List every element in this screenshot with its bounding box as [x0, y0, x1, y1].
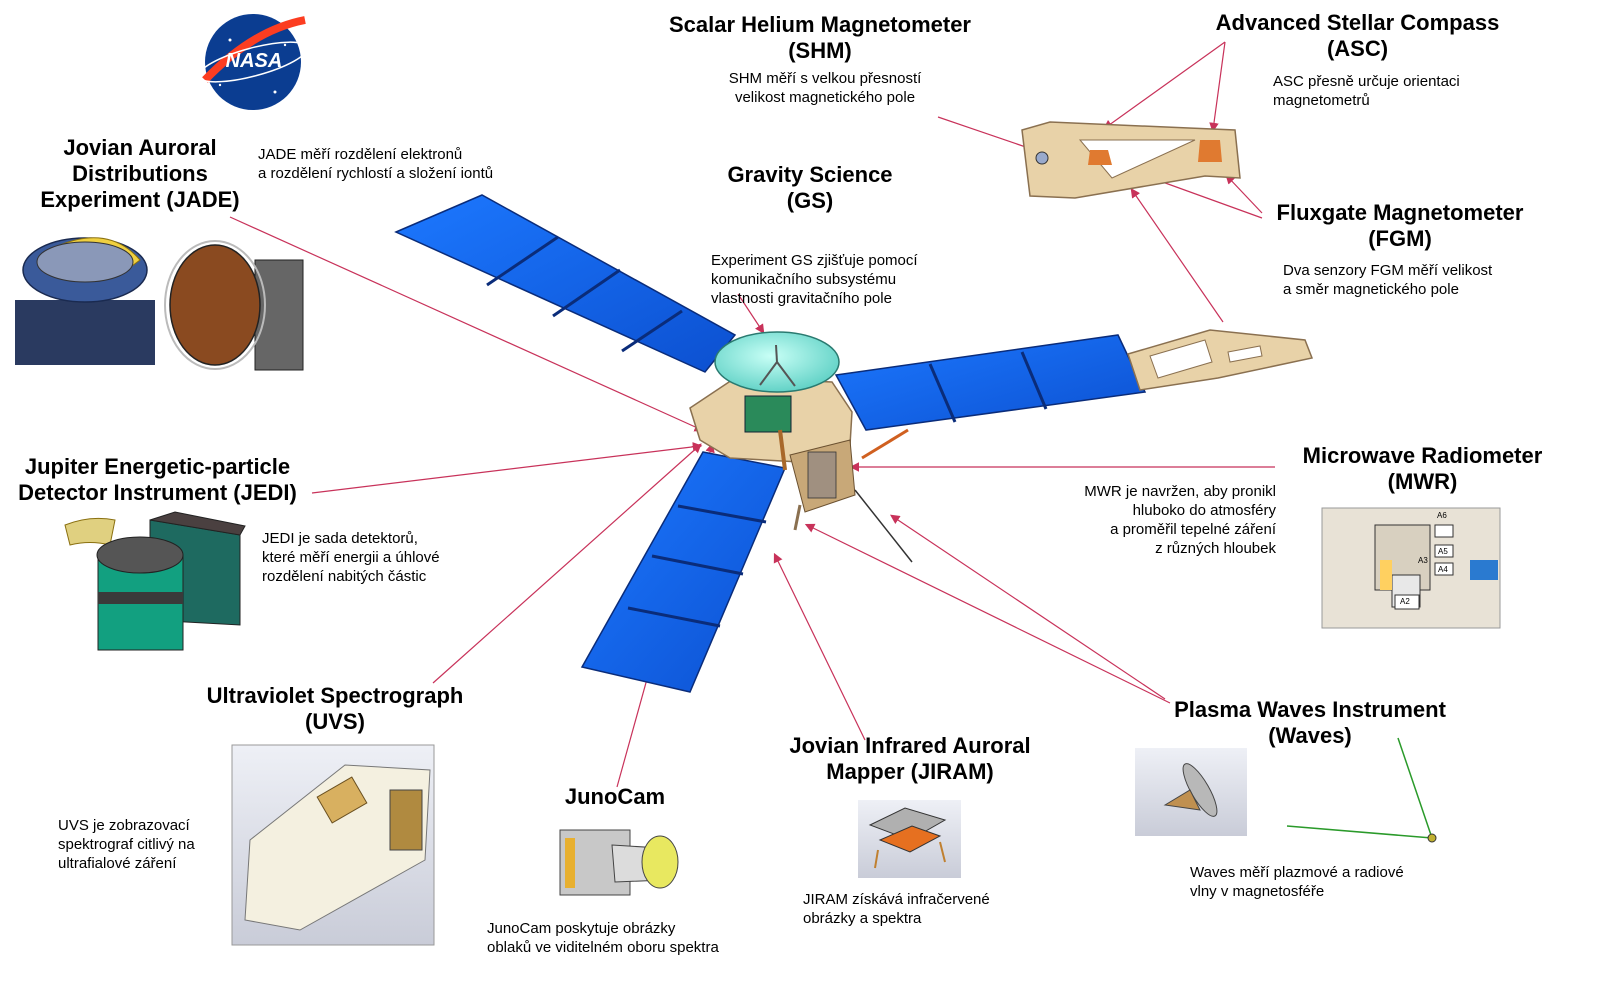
waves-description: Waves měří plazmové a radiové vlny v mag…: [1190, 864, 1404, 900]
uvs-title: Ultraviolet Spectrograph (UVS): [206, 683, 464, 734]
mwr-title: Microwave Radiometer (MWR): [1302, 443, 1543, 494]
gs-description: Experiment GS zjišťuje pomocí komunikačn…: [711, 252, 918, 307]
junocam-thumbnail: [559, 829, 679, 896]
nasa-logo-text: NASA: [225, 50, 283, 72]
jiram-title: Jovian Infrared Auroral Mapper (JIRAM): [789, 733, 1031, 784]
mwr-label-a2: A2: [1400, 597, 1410, 606]
junocam-title: JunoCam: [564, 784, 666, 809]
shm-description: SHM měří s velkou přesností velikost mag…: [728, 70, 922, 106]
solar-array-left: [394, 194, 737, 373]
asc-description: ASC přesně určuje orientaci magnetometrů: [1273, 73, 1460, 109]
waves-title: Plasma Waves Instrument (Waves): [1174, 697, 1446, 748]
jedi-title: Jupiter Energetic-particle Detector Inst…: [18, 454, 297, 505]
uvs-description: UVS je zobrazovací spektrograf citlivý n…: [58, 817, 195, 872]
solar-array-lower: [580, 451, 787, 693]
asc-fgm-assembly: [1021, 121, 1241, 199]
uvs-thumbnail: [231, 744, 435, 946]
shm-title: Scalar Helium Magnetometer (SHM): [669, 12, 971, 63]
junocam-description: JunoCam poskytuje obrázky oblaků ve vidi…: [487, 920, 719, 956]
fgm-description: Dva senzory FGM měří velikost a směr mag…: [1283, 262, 1493, 298]
jade-thumbnail: [15, 237, 304, 371]
fgm-title: Fluxgate Magnetometer (FGM): [1276, 200, 1524, 251]
mwr-thumbnail: [1321, 507, 1501, 629]
mwr-label-a3: A3: [1418, 556, 1428, 565]
mwr-label-a4: A4: [1438, 565, 1448, 574]
jade-description: JADE měří rozdělení elektronů a rozdělen…: [258, 146, 494, 182]
waves-thumbnail: [1135, 737, 1437, 843]
jedi-thumbnail: [64, 511, 246, 651]
jedi-description: JEDI je sada detektorů, které měří energ…: [262, 530, 440, 585]
mwr-description: MWR je navržen, aby pronikl hluboko do a…: [1084, 483, 1276, 557]
magnetometer-boom: [1127, 329, 1314, 391]
mwr-label-a5: A5: [1438, 547, 1448, 556]
jiram-thumbnail: [858, 800, 961, 878]
jiram-description: JIRAM získává infračervené obrázky a spe…: [803, 891, 990, 927]
asc-title: Advanced Stellar Compass (ASC): [1215, 10, 1500, 61]
spacecraft-body: [689, 377, 913, 563]
solar-array-right: [834, 334, 1147, 431]
mwr-label-a6: A6: [1437, 511, 1447, 520]
nasa-logo: [198, 14, 308, 110]
gs-title: Gravity Science (GS): [727, 162, 893, 213]
high-gain-antenna: [714, 331, 840, 393]
jade-title: Jovian Auroral Distributions Experiment …: [40, 135, 240, 212]
